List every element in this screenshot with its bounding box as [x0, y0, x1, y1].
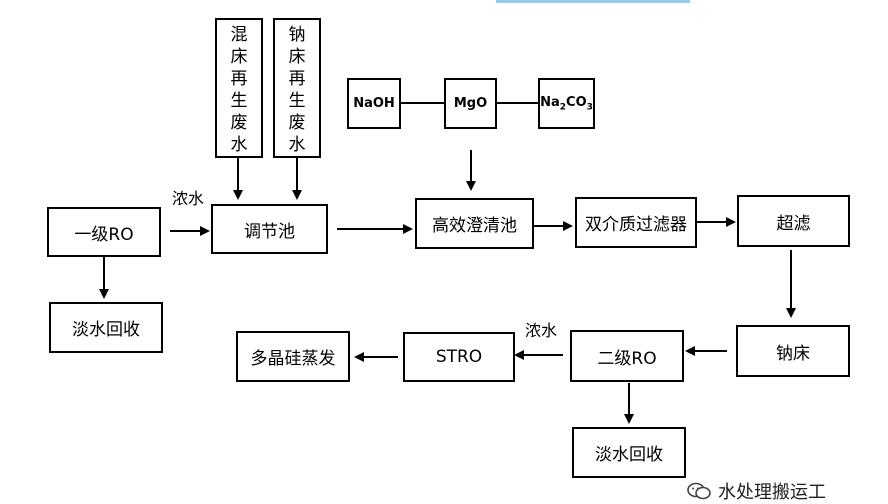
mixed-bed-waste-box: 混床再生废水 [215, 18, 263, 158]
fresh-water-1-label: 淡水回收 [72, 320, 140, 340]
naoh-box: NaOH [347, 78, 401, 129]
regulating-tank-label: 调节池 [244, 221, 295, 242]
wechat-icon [686, 482, 712, 500]
regulating-tank-box: 调节池 [211, 204, 328, 254]
clarifier-box: 高效澄清池 [415, 198, 534, 249]
ultrafiltration-label: 超滤 [776, 213, 811, 234]
dual-filter-label: 双介质过滤器 [585, 215, 687, 235]
concentrate-label-2: 浓水 [525, 321, 558, 340]
na2co3-box: Na2CO3 [538, 78, 595, 129]
fresh-water-1-box: 淡水回收 [49, 302, 163, 353]
sodium-bed-waste-box: 钠床再生废水 [273, 18, 321, 158]
concentrate-label-1: 浓水 [172, 189, 205, 208]
ro2-label: 二级RO [597, 348, 657, 369]
clarifier-label: 高效澄清池 [432, 216, 517, 236]
ultrafiltration-box: 超滤 [737, 195, 850, 247]
sodium-bed-label: 钠床 [776, 343, 810, 364]
watermark: 水处理搬运工 [686, 478, 826, 504]
ro2-box: 二级RO [570, 330, 684, 382]
fresh-water-2-box: 淡水回收 [572, 427, 686, 478]
evaporation-label: 多晶硅蒸发 [250, 349, 336, 369]
mgo-label: MgO [453, 96, 488, 111]
dual-filter-box: 双介质过滤器 [575, 197, 697, 248]
ro1-label: 一级RO [74, 224, 134, 245]
mixed-bed-waste-label: 混床再生废水 [230, 25, 248, 155]
stro-box: STRO [403, 332, 515, 382]
mgo-box: MgO [444, 78, 497, 129]
ro1-box: 一级RO [47, 207, 161, 257]
fresh-water-2-label: 淡水回收 [595, 445, 663, 465]
sodium-bed-box: 钠床 [736, 325, 850, 377]
naoh-label: NaOH [353, 96, 395, 111]
sodium-bed-waste-label: 钠床再生废水 [288, 25, 306, 155]
na2co3-label: Na2CO3 [540, 94, 593, 113]
evaporation-box: 多晶硅蒸发 [236, 331, 350, 382]
stro-label: STRO [435, 347, 483, 367]
top-strip [496, 0, 690, 3]
watermark-text: 水处理搬运工 [718, 482, 826, 503]
